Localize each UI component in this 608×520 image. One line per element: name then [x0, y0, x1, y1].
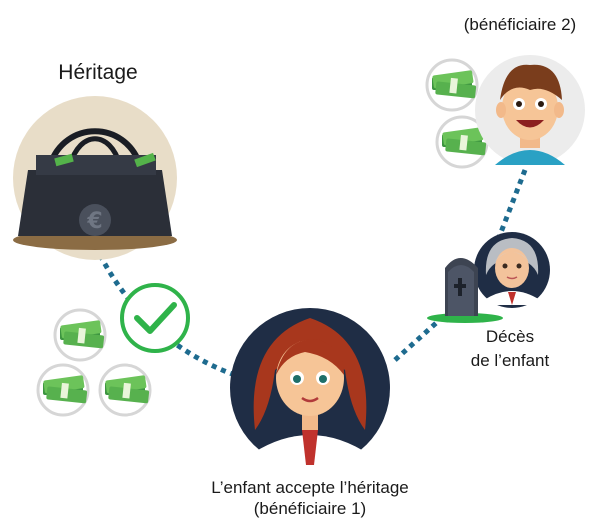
cash-bundle-icon-left-bottom-2 — [98, 363, 152, 417]
cash-bundle-icon-left-bottom-1 — [36, 363, 90, 417]
beneficiary1-avatar — [230, 308, 390, 470]
beneficiary2-avatar — [475, 55, 585, 165]
inheritance-label: Héritage — [58, 61, 138, 84]
connector-death-to-beneficiary2 — [495, 169, 528, 241]
connector-child-to-death — [393, 313, 447, 362]
accept-label-line1: L’enfant accepte l’héritage — [211, 478, 409, 497]
euro-icon: € — [86, 209, 102, 234]
cash-bundle-icon-right-top — [425, 58, 479, 112]
cash-bundle-icon-left-top — [53, 308, 107, 362]
checkmark-icon — [120, 283, 190, 353]
beneficiary2-label: (bénéficiaire 2) — [463, 15, 577, 34]
death-label-line2: de l’enfant — [470, 351, 550, 370]
tombstone-icon — [427, 258, 503, 323]
accept-label-line2: (bénéficiaire 1) — [253, 499, 367, 518]
death-label-line1: Décès — [485, 327, 535, 346]
elder-avatar — [474, 232, 550, 308]
money-bag-icon: € — [13, 96, 177, 260]
